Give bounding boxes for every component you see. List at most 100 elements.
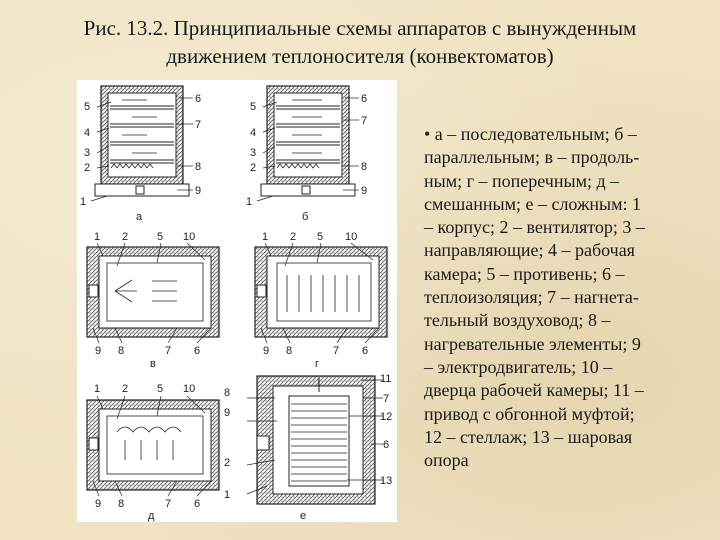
label-a-9: 9 [195, 185, 201, 197]
slide-title: Рис. 13.2. Принципиальные схемы аппарато… [20, 14, 700, 70]
label-b-6: 6 [361, 93, 367, 105]
caption-line: тельный воздуховод; 8 – [424, 310, 611, 331]
label-a-3: 3 [84, 147, 90, 159]
caption-line: параллельным; в – продоль- [424, 147, 640, 168]
caption-text: • а – последовательным; б – параллельным… [424, 123, 686, 472]
trays [276, 105, 340, 164]
caption-line: – электродвигатель; 10 – [424, 356, 613, 377]
label-d-10: 10 [183, 383, 195, 395]
label-g-8: 8 [286, 345, 292, 357]
label-g-7: 7 [333, 345, 339, 357]
label-a-1: 1 [80, 196, 86, 208]
diagram-b: 5 4 3 2 1 6 7 8 9 б [246, 85, 367, 223]
label-g-1: 1 [262, 231, 268, 243]
label-d-2: 2 [122, 383, 128, 395]
caption-line: направляющие; 4 – рабочая [424, 240, 635, 261]
label-v-9: 9 [95, 345, 101, 357]
diagram-d: 1 2 5 10 9 8 7 6 д [86, 383, 220, 522]
diagram-g: 1 2 5 10 9 8 7 6 г [254, 231, 388, 370]
label-e-8: 8 [224, 387, 230, 399]
caption-line: смешанным; е – сложным: 1 [424, 193, 642, 214]
label-v-10: 10 [183, 231, 195, 243]
label-e-11: 11 [380, 373, 391, 385]
motor [88, 437, 99, 451]
diagram-a-letter: а [136, 211, 143, 223]
label-a-6: 6 [195, 93, 201, 105]
label-g-10: 10 [345, 231, 357, 243]
label-d-6: 6 [194, 498, 200, 510]
label-g-6: 6 [362, 345, 368, 357]
label-a-7: 7 [195, 119, 201, 131]
tray [106, 262, 204, 322]
label-e-2: 2 [224, 457, 230, 469]
label-d-5: 5 [157, 383, 163, 395]
trays [110, 105, 174, 164]
caption-line: привод с обгонной муфтой; [424, 403, 635, 424]
label-b-3: 3 [250, 147, 256, 159]
label-e-13: 13 [380, 475, 392, 487]
label-b-9: 9 [361, 185, 367, 197]
diagram-e: 8 9 2 1 11 7 12 6 13 е [224, 373, 392, 522]
rack-shelves [291, 403, 347, 482]
label-a-5: 5 [84, 101, 90, 113]
motor [301, 185, 311, 195]
label-e-6: 6 [383, 439, 389, 451]
label-g-9: 9 [263, 345, 269, 357]
caption-line: дверца рабочей камеры; 11 – [424, 380, 644, 401]
flow-arrows [116, 426, 182, 460]
label-g-5: 5 [317, 231, 323, 243]
diagram-e-letter: е [300, 510, 306, 522]
label-g-2: 2 [290, 231, 296, 243]
label-b-5: 5 [250, 101, 256, 113]
label-b-2: 2 [250, 162, 256, 174]
label-e-9: 9 [224, 407, 230, 419]
rack [288, 395, 350, 487]
caption-line: ным; г – поперечным; д – [424, 170, 620, 191]
flow-arrows [292, 99, 322, 154]
label-v-6: 6 [194, 345, 200, 357]
title-line-1: Рис. 13.2. Принципиальные схемы аппарато… [83, 16, 637, 40]
label-b-8: 8 [361, 161, 367, 173]
label-e-1: 1 [224, 489, 230, 501]
label-a-4: 4 [84, 127, 90, 139]
flow-arrows [114, 279, 177, 303]
caption-line: опора [424, 450, 469, 471]
flow-arrows [286, 275, 360, 312]
heating-elements [276, 163, 320, 169]
label-v-5: 5 [157, 231, 163, 243]
caption-line: нагревательные элементы; 9 [424, 333, 641, 354]
caption-line: 12 – стеллаж; 13 – шаровая [424, 426, 633, 447]
label-d-7: 7 [165, 498, 171, 510]
motor [256, 435, 270, 451]
label-d-8: 8 [118, 498, 124, 510]
caption-line: • а – последовательным; б – [424, 124, 637, 144]
caption-line: – корпус; 2 – вентилятор; 3 – [424, 217, 645, 238]
label-e-7: 7 [383, 393, 389, 405]
figure-panel: 5 4 3 2 1 6 7 8 9 а [77, 80, 397, 522]
label-b-7: 7 [361, 115, 367, 127]
label-e-12: 12 [380, 411, 392, 423]
diagram-v: 1 2 5 10 9 8 7 6 в [86, 231, 220, 370]
motor [135, 185, 145, 195]
label-v-2: 2 [122, 231, 128, 243]
tray [276, 262, 372, 322]
label-v-7: 7 [165, 345, 171, 357]
label-a-8: 8 [195, 161, 201, 173]
caption-line: теплоизоляция; 7 – нагнета- [424, 287, 639, 308]
caption-line: камера; 5 – противень; 6 – [424, 263, 625, 284]
label-b-1: 1 [246, 196, 252, 208]
diagram-a: 5 4 3 2 1 6 7 8 9 а [80, 85, 201, 223]
motor [256, 284, 267, 298]
schematics-svg: 5 4 3 2 1 6 7 8 9 а [80, 85, 392, 522]
label-v-1: 1 [94, 231, 100, 243]
label-d-1: 1 [94, 383, 100, 395]
title-line-2: движением теплоносителя (конвектоматов) [166, 44, 554, 68]
motor [88, 284, 99, 298]
label-v-8: 8 [118, 345, 124, 357]
heating-elements [110, 163, 154, 169]
diagram-v-letter: в [150, 358, 156, 370]
label-b-4: 4 [250, 127, 256, 139]
tray [106, 415, 204, 475]
diagram-g-letter: г [315, 358, 319, 370]
diagram-b-letter: б [302, 211, 308, 223]
